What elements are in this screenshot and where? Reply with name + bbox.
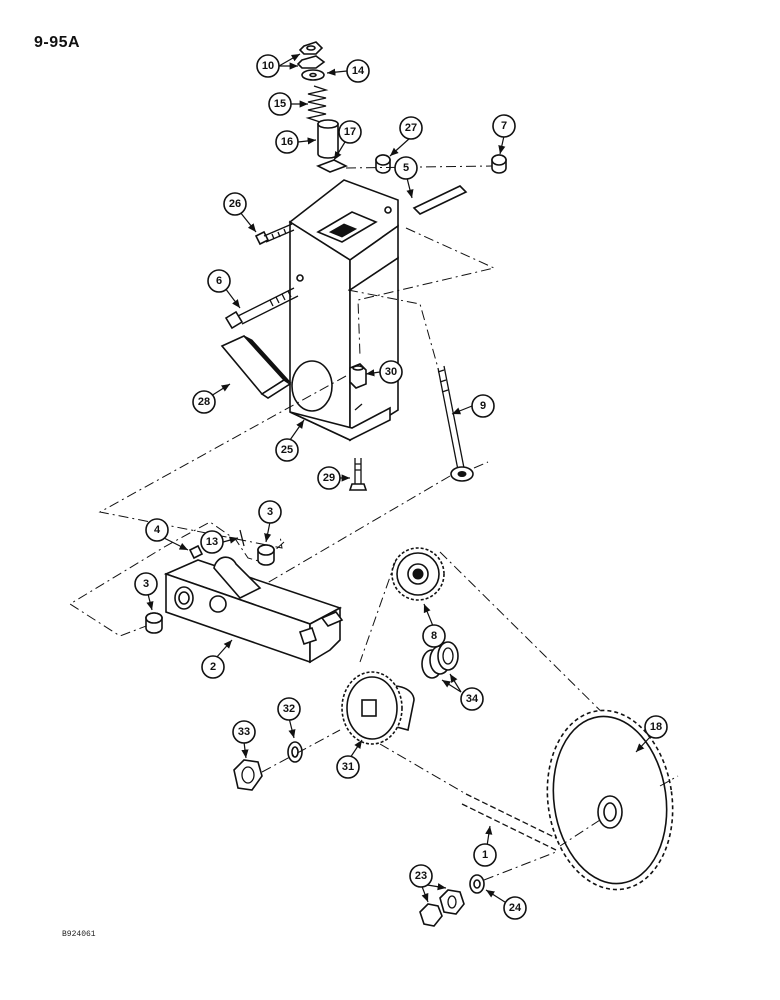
callout-15: 15 [268, 92, 292, 116]
callout-13: 13 [200, 530, 224, 554]
callout-7: 7 [492, 114, 516, 138]
spring-15 [305, 85, 329, 123]
svg-text:13: 13 [206, 536, 218, 548]
svg-text:23: 23 [415, 870, 427, 882]
callout-6: 6 [207, 269, 231, 293]
nut-23a [419, 903, 443, 927]
svg-text:1: 1 [482, 849, 488, 861]
washer-14 [301, 69, 325, 81]
figure-code: B924061 [62, 930, 96, 939]
svg-text:25: 25 [281, 444, 293, 456]
callout-34: 34 [460, 687, 484, 711]
bushing-27 [375, 154, 391, 174]
washer-32 [287, 741, 303, 763]
bushing-3a [145, 612, 163, 634]
svg-text:24: 24 [509, 902, 522, 914]
svg-text:16: 16 [281, 136, 293, 148]
callout-10: 10 [256, 54, 280, 78]
callout-24: 24 [503, 896, 527, 920]
page-number: 9-95A [34, 34, 81, 51]
callout-29: 29 [317, 466, 341, 490]
svg-text:9: 9 [480, 400, 486, 412]
svg-text:18: 18 [650, 721, 662, 733]
callout-31: 31 [336, 755, 360, 779]
svg-text:28: 28 [198, 396, 210, 408]
arm-2 [163, 556, 344, 664]
svg-text:6: 6 [216, 275, 222, 287]
bolt-29 [348, 458, 368, 491]
svg-text:29: 29 [323, 472, 335, 484]
spacer-16 [317, 119, 339, 159]
spring-34 [421, 641, 459, 679]
washer-24 [469, 874, 485, 894]
callout-leaders [146, 53, 652, 905]
nut-23b [439, 889, 465, 915]
callout-28: 28 [192, 390, 216, 414]
sprocket-8 [391, 547, 445, 601]
nut-10 [298, 41, 324, 55]
svg-text:2: 2 [210, 661, 216, 673]
callout-17: 17 [338, 120, 362, 144]
plate-17 [316, 159, 348, 173]
rod-9 [437, 365, 474, 482]
svg-text:26: 26 [229, 198, 241, 210]
svg-text:31: 31 [342, 761, 354, 773]
callout-3b: 3 [258, 500, 282, 524]
callout-23: 23 [409, 864, 433, 888]
nut-33 [233, 759, 263, 791]
callout-27: 27 [399, 116, 423, 140]
svg-text:7: 7 [501, 120, 507, 132]
callout-4: 4 [145, 518, 169, 542]
svg-text:17: 17 [344, 126, 356, 138]
callout-26: 26 [223, 192, 247, 216]
wedge-28 [220, 335, 292, 399]
bolt-26 [254, 223, 295, 246]
sprocket-31 [341, 671, 415, 745]
svg-text:5: 5 [403, 162, 409, 174]
svg-text:14: 14 [352, 65, 365, 77]
bracket-25 [288, 179, 399, 442]
bolt-6 [224, 287, 299, 330]
chain-1 [461, 793, 561, 851]
pin-5 [412, 185, 468, 215]
svg-text:33: 33 [238, 726, 250, 738]
svg-text:30: 30 [385, 366, 397, 378]
nut-10b [296, 55, 326, 69]
callout-25: 25 [275, 438, 299, 462]
callout-1: 1 [473, 843, 497, 867]
svg-text:3: 3 [267, 506, 273, 518]
fitting-4 [188, 544, 204, 560]
svg-text:32: 32 [283, 703, 295, 715]
callout-33: 33 [232, 720, 256, 744]
pin-13 [239, 529, 245, 547]
callout-8: 8 [422, 624, 446, 648]
sprocket-18 [546, 709, 674, 891]
svg-text:3: 3 [143, 578, 149, 590]
callout-9: 9 [471, 394, 495, 418]
callout-18: 18 [644, 715, 668, 739]
nut-30 [349, 363, 367, 389]
svg-text:10: 10 [262, 60, 274, 72]
callout-16: 16 [275, 130, 299, 154]
callout-5: 5 [394, 156, 418, 180]
bushing-7 [491, 154, 507, 174]
svg-text:27: 27 [405, 122, 417, 134]
svg-text:8: 8 [431, 630, 437, 642]
svg-text:4: 4 [154, 524, 161, 536]
svg-text:15: 15 [274, 98, 286, 110]
svg-text:34: 34 [466, 693, 479, 705]
bushing-3b [257, 544, 275, 566]
callout-3a: 3 [134, 572, 158, 596]
callout-30: 30 [379, 360, 403, 384]
callout-32: 32 [277, 697, 301, 721]
callout-14: 14 [346, 59, 370, 83]
callout-2: 2 [201, 655, 225, 679]
